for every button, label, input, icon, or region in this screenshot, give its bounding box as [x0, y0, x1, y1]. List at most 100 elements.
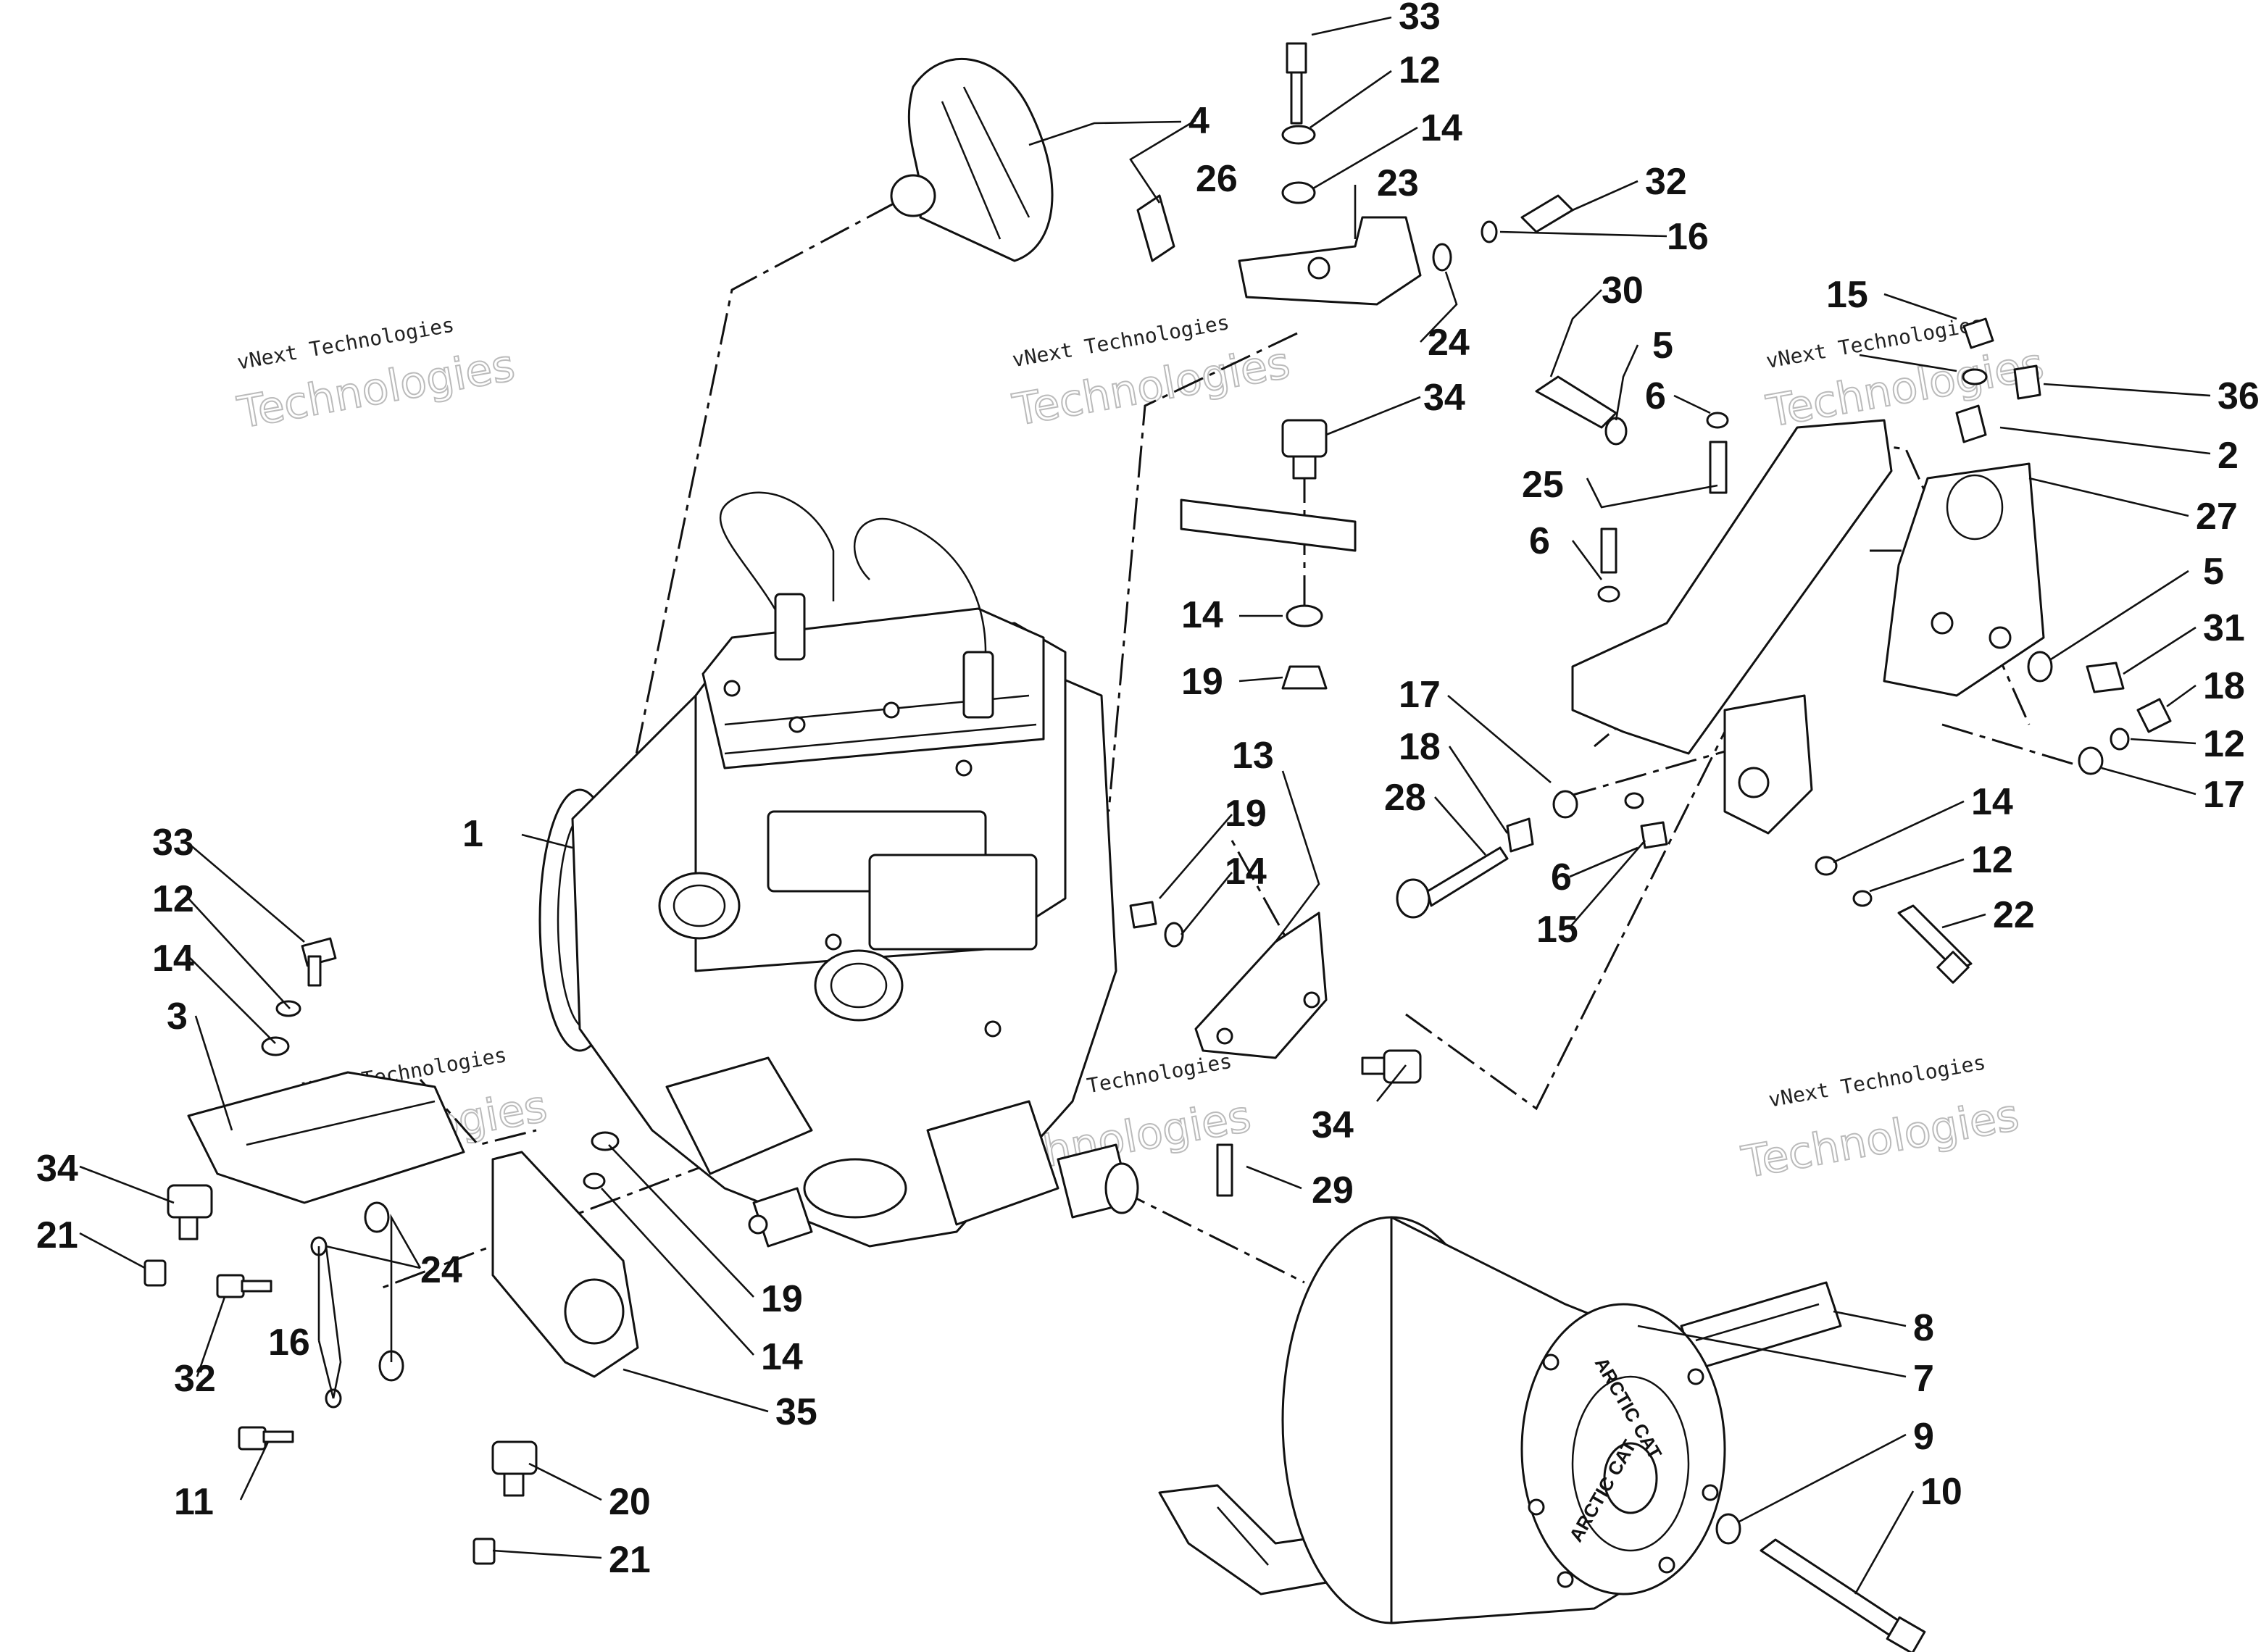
watermark-lower-right: vNext Technologies Technologies	[1737, 1050, 2023, 1189]
callout-13: 13	[1232, 735, 1274, 777]
fastener-9-washer	[1715, 1513, 1741, 1545]
callout-28: 28	[1384, 777, 1426, 819]
callout-16-upper: 16	[1667, 216, 1709, 258]
callout-12-lower-right: 12	[1971, 839, 2013, 881]
callout-32-upper: 32	[1645, 161, 1687, 203]
callout-12-left: 12	[152, 878, 194, 920]
fastener-5-washer	[2027, 651, 2053, 683]
callout-14-right: 14	[1971, 781, 2013, 823]
part-34-isolator-upper	[1281, 419, 1328, 480]
callout-14-top: 14	[1420, 107, 1462, 149]
fastener-18-nut	[2136, 698, 2172, 733]
fastener-22-bolt	[1897, 904, 1973, 984]
callout-23: 23	[1377, 162, 1419, 204]
part-27-engine-plate	[1571, 419, 2045, 755]
callout-21-lower: 21	[609, 1539, 651, 1581]
fastener-33-bolt	[1286, 42, 1307, 125]
callout-15-upper: 15	[1826, 274, 1868, 316]
callout-2: 2	[2218, 435, 2239, 477]
callout-17-right: 17	[2203, 774, 2245, 816]
part-34-isolator-left	[167, 1184, 213, 1240]
fastener-19-nut	[1281, 665, 1328, 690]
callout-29: 29	[1312, 1169, 1354, 1211]
fastener-33-bolt-left	[301, 937, 337, 987]
fastener-18-nut	[1506, 817, 1534, 853]
fastener-14-washer	[1815, 856, 1838, 876]
fastener-16-lockwasher	[1481, 220, 1498, 243]
fastener-31-nut	[2086, 662, 2125, 693]
callout-21-left: 21	[36, 1214, 78, 1256]
callout-7: 7	[1913, 1358, 1934, 1400]
callout-14-bracket: 14	[1225, 851, 1267, 893]
fastener-14-washer	[261, 1036, 290, 1056]
fastener-29-bolt	[1216, 1143, 1233, 1197]
callout-4: 4	[1188, 100, 1209, 142]
callout-27: 27	[2196, 496, 2238, 538]
fastener-19-nut	[591, 1131, 620, 1151]
callout-5-right: 5	[2203, 551, 2224, 593]
callout-10: 10	[1920, 1471, 1962, 1513]
fastener-24-washer	[1432, 243, 1452, 272]
callout-6-left: 6	[1529, 520, 1550, 562]
part-4-recoil-cover	[890, 57, 1054, 262]
part-34-isolator-mid	[1361, 1049, 1422, 1084]
callout-3: 3	[167, 996, 188, 1038]
leader-lines	[79, 16, 2211, 1595]
callout-5-upper: 5	[1652, 325, 1673, 367]
callout-30: 30	[1602, 270, 1644, 312]
callout-14-left: 14	[152, 938, 194, 980]
callout-34-left: 34	[36, 1148, 78, 1190]
callout-34-mid: 34	[1312, 1104, 1354, 1146]
callout-19-bracket: 19	[1225, 793, 1267, 835]
fastener-11-bolt	[238, 1426, 294, 1451]
callout-9: 9	[1913, 1416, 1934, 1458]
watermark-right: vNext Technologies Technologies	[1762, 312, 2048, 438]
callout-36: 36	[2218, 375, 2260, 417]
callout-labels: 33 12 14 26 4 23 32 16 24 34 14 19 1 30 …	[36, 0, 2260, 1581]
part-2-fitting	[1955, 404, 1987, 443]
fastener-19-nut	[1129, 901, 1157, 929]
callout-16-lower: 16	[268, 1322, 310, 1364]
callout-34-upper: 34	[1423, 377, 1465, 419]
callout-33-top: 33	[1399, 0, 1441, 38]
fastener-32-bolt-upper	[1520, 194, 1574, 233]
fastener-6-washer	[1597, 585, 1620, 603]
watermark-center: vNext Technologies Technologies	[1008, 310, 1294, 437]
fastener-14-washer	[1164, 922, 1184, 948]
callout-1: 1	[462, 813, 483, 855]
fastener-6-washer	[1706, 412, 1729, 429]
fastener-15-nut	[1962, 317, 1994, 349]
engine-assembly	[538, 491, 1139, 1248]
callout-12-right: 12	[2203, 723, 2245, 765]
watermark-left: vNext Technologies Technologies	[233, 313, 520, 440]
callout-35: 35	[775, 1391, 817, 1433]
fastener-15-nut	[1640, 821, 1668, 849]
callout-22: 22	[1993, 894, 2035, 936]
fastener-6-washer	[1962, 368, 1988, 385]
callout-6-upper: 6	[1645, 375, 1666, 417]
fastener-14-washer	[583, 1172, 606, 1190]
callout-24-upper: 24	[1428, 322, 1470, 364]
callout-18-right: 18	[2203, 665, 2245, 707]
heat-shield-plate	[1180, 498, 1357, 552]
part-7-drive-clutch: ARCTIC CAT ARCTIC CAT	[1281, 1216, 1726, 1624]
callout-17-left: 17	[1399, 674, 1441, 716]
callout-15-lower: 15	[1536, 909, 1578, 951]
callout-14-lower: 14	[761, 1336, 803, 1378]
callout-8: 8	[1913, 1307, 1934, 1349]
callout-31: 31	[2203, 607, 2245, 649]
part-35-rear-mount-bracket	[491, 1151, 639, 1378]
callout-32-lower: 32	[174, 1358, 216, 1400]
callout-20: 20	[609, 1481, 651, 1523]
fastener-25-stud	[1709, 441, 1728, 494]
fastener-10-clutch-bolt	[1760, 1538, 1926, 1652]
callout-14-mid: 14	[1181, 594, 1223, 636]
fastener-17-washer	[1552, 790, 1578, 819]
part-23-front-mount-bracket	[1238, 216, 1422, 306]
callout-19-lower: 19	[761, 1278, 803, 1320]
fastener-14-washer	[1281, 181, 1316, 204]
fastener-21-nut	[472, 1538, 496, 1565]
part-3-mount-bracket-left	[187, 1071, 465, 1204]
part-36-cap	[2013, 364, 2041, 400]
